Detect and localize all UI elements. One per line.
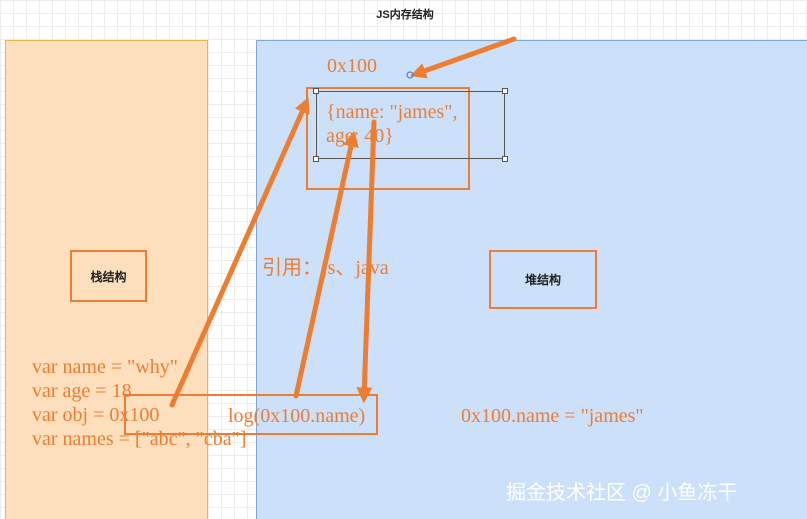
heap-object-box[interactable] [306, 87, 470, 190]
object-line-1: {name: "james", [326, 101, 458, 123]
watermark: 掘金技术社区 @ 小鱼冻干 [506, 482, 738, 504]
resize-handle-bottom-left[interactable] [313, 156, 319, 162]
heap-object-literal[interactable]: {name: "james", age: 40} [326, 100, 457, 148]
resize-handle-top-left[interactable] [313, 88, 319, 94]
log-expression: log(0x100.name) [228, 405, 366, 427]
heap-label-box: 堆结构 [489, 250, 597, 309]
anchor-dot-icon[interactable] [406, 71, 414, 79]
heap-region [256, 40, 807, 519]
object-line-2: age: 40} [326, 125, 394, 147]
assignment-expression: 0x100.name = "james" [461, 405, 644, 427]
text-selection-box[interactable] [316, 91, 505, 159]
code-line-age: var age = 18 [32, 380, 132, 402]
obj-reference-arrow [169, 97, 310, 408]
heap-label: 堆结构 [524, 273, 561, 287]
stack-region [5, 40, 208, 519]
resize-handle-top-right[interactable] [502, 88, 508, 94]
pointer-arrow-to-address [409, 36, 517, 79]
stack-label: 栈结构 [90, 269, 127, 284]
stack-label-box: 栈结构 [70, 250, 147, 302]
code-line-obj: var obj = 0x100 [32, 404, 160, 426]
heap-address: 0x100 [327, 55, 377, 77]
log-lookup-arrow [293, 130, 359, 399]
diagram-title: JS内存结构 [376, 9, 434, 21]
resize-handle-bottom-right[interactable] [502, 156, 508, 162]
code-line-name: var name = "why" [32, 356, 178, 378]
code-highlight-box[interactable] [124, 394, 378, 435]
name-return-arrow [356, 119, 377, 404]
